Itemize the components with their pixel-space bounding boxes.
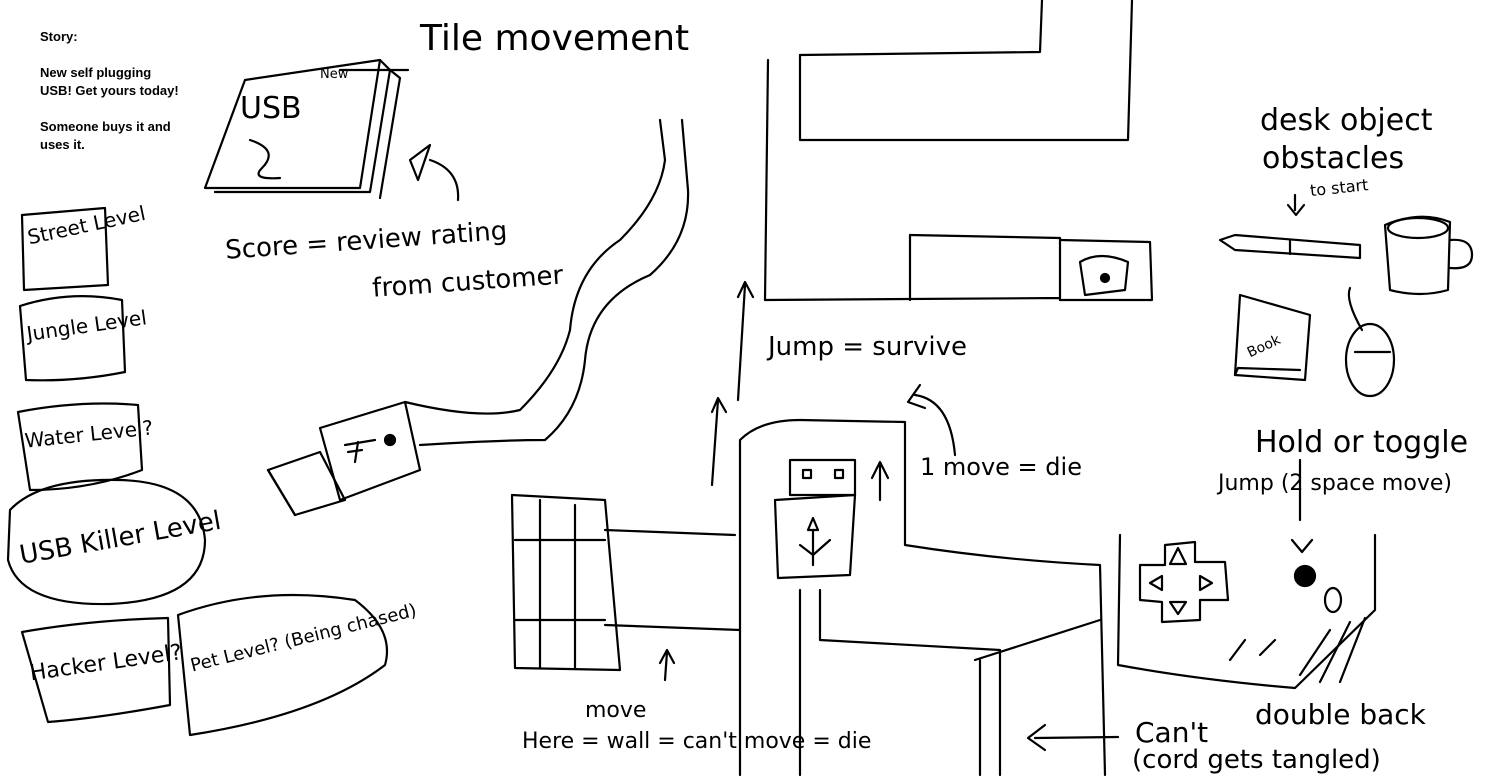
score-note: Score = review rating bbox=[224, 216, 508, 266]
jump-survive-note: Jump = survive bbox=[766, 332, 967, 362]
level-hacker-label: Hacker Level? bbox=[28, 640, 183, 686]
level-hacker: Hacker Level? bbox=[22, 618, 184, 722]
jump-two-note: Jump (2 space move) bbox=[1216, 471, 1452, 496]
usb-device-on-path bbox=[775, 460, 855, 578]
usb-port-icon bbox=[1080, 256, 1128, 295]
wall-note: Here = wall = can't move = die bbox=[522, 729, 871, 754]
gamepad-icon bbox=[1118, 535, 1375, 688]
to-start-note: to start bbox=[1309, 175, 1369, 200]
level-usb-killer-label: USB Killer Level bbox=[17, 506, 223, 571]
level-jungle-label: Jungle Level bbox=[23, 305, 148, 346]
level-street: Street Level bbox=[22, 201, 148, 290]
book-label: Book bbox=[1245, 332, 1284, 362]
level-pet: Pet Level? (Being chased) bbox=[178, 595, 419, 735]
level-usb-killer: USB Killer Level bbox=[8, 480, 223, 604]
wall-block bbox=[512, 495, 740, 670]
level-jungle: Jungle Level bbox=[20, 296, 148, 380]
score-note-2: from customer bbox=[371, 261, 564, 304]
double-back-note: double back bbox=[1255, 698, 1427, 731]
computer-mouse-icon bbox=[1346, 288, 1394, 396]
pen-icon-desk bbox=[1220, 235, 1360, 258]
level-water-label: Water Level? bbox=[23, 415, 154, 452]
desk-object-title: desk object bbox=[1260, 103, 1433, 138]
hold-toggle-note: Hold or toggle bbox=[1255, 425, 1468, 460]
usb-stick bbox=[268, 402, 420, 515]
cord-tangled-note: (cord gets tangled) bbox=[1132, 745, 1381, 775]
usb-box-title: USB bbox=[240, 91, 302, 126]
level-street-label: Street Level bbox=[25, 201, 147, 249]
level-water: Water Level? bbox=[18, 404, 154, 490]
move-die-note: 1 move = die bbox=[920, 453, 1082, 481]
move-note: move bbox=[585, 698, 646, 723]
book-icon: Book bbox=[1235, 295, 1310, 380]
tile-movement-title: Tile movement bbox=[419, 18, 689, 59]
usb-product-box: USB New bbox=[205, 60, 408, 198]
obstacles-title: obstacles bbox=[1262, 141, 1404, 176]
maze-path bbox=[740, 0, 1152, 775]
coffee-mug-icon bbox=[1385, 217, 1472, 294]
usb-box-new: New bbox=[320, 67, 349, 82]
pen-icon bbox=[410, 145, 458, 200]
